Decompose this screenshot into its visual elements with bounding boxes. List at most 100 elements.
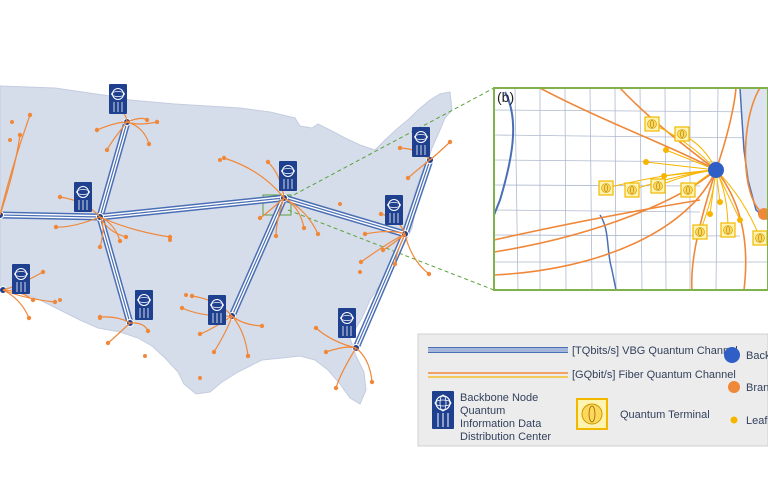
branch-dot [392,261,398,267]
atom-antenna-icon [279,161,297,191]
branch-dot [369,379,375,385]
vbg-link [96,213,134,327]
vbg-link [280,194,409,238]
atom-antenna-icon [74,182,92,212]
legend-backbone-line-1: Backbone Node [460,392,538,404]
branch-dot [211,349,217,355]
branch-dot [397,145,403,151]
legend-branch-dot-label: Bran [746,382,768,394]
branch-dot [168,238,172,242]
inset-fiber-arc [619,88,717,171]
branch-dot [53,224,59,230]
branch-dot [426,271,432,277]
branch-dot [313,325,319,331]
branch-dot [179,305,185,311]
legend-backbone-line-3: Information Data [460,418,542,430]
legend-backbone-dot [724,347,740,363]
branch-dot [197,331,203,337]
legend-atom-circle-icon [576,398,608,430]
branch-dot [301,225,307,231]
inset-leaf-dot [661,173,667,179]
legend-terminal-label: Quantum Terminal [620,409,710,421]
legend-fiber-label: [GQbit/s] Fiber Quantum Channel [572,369,736,381]
inset-lake [739,88,768,221]
inset-leaf-dot [663,147,669,153]
branch-dot [405,175,411,181]
branch-dot [8,138,12,142]
branch-dot [380,247,386,253]
branch-dot [52,299,58,305]
branch-dot [58,298,62,302]
atom-antenna-icon [12,264,30,294]
legend-leaf-dot-label: Leaf [746,415,768,427]
fiber-branch [429,141,451,161]
vbg-link [228,194,288,320]
branch-dot [378,211,384,217]
inset-river-mid [599,214,617,290]
fiber-branch [283,197,319,235]
legend-vbg-label: [TQbits/s] VBG Quantum Channel [572,345,738,357]
fiber-branch [126,121,158,125]
fiber-branch [355,347,373,383]
legend-backbone-dot-label: Back [746,350,768,362]
atom-circle-icon [674,126,690,142]
backbone-center-icons [12,84,430,338]
branch-dot [218,158,222,162]
branch-dot [257,215,263,221]
vbg-link [401,156,434,238]
atom-circle-icon [720,222,736,238]
fiber-branch [99,316,131,324]
fiber-branch [275,197,285,237]
atom-antenna-icon [338,308,356,338]
branch-dot [26,315,32,321]
branch-dot [10,120,14,124]
inset-fiber-arc [715,88,737,171]
branch-dot [104,147,110,153]
fiber-branch [213,315,233,353]
branch-dot [259,323,265,329]
inset-map: (b) [493,87,768,291]
atom-circle-icon [644,116,660,132]
fiber-branch [231,315,249,357]
fiber-branch [0,114,31,216]
atom-circle-icon [680,182,696,198]
inset-leaf-link [665,149,717,171]
inset-fiber-arc [494,169,717,276]
branch-dot [105,340,111,346]
inset-leaf-link [645,161,717,171]
legend-branch-dot [728,381,740,393]
fiber-branch [404,233,430,275]
branch-dot [167,234,173,240]
vbg-link [0,211,104,221]
branch-dot [144,117,150,123]
inset-leaf-dot [737,217,743,223]
branch-dot [57,194,63,200]
fiber-branch [315,327,357,349]
inset-leaf-link [663,169,717,177]
atom-antenna-icon [385,195,403,225]
branch-dot [273,233,279,239]
atom-circle-icon [650,178,666,194]
fiber-branch [99,216,171,238]
branch-dot [189,293,195,299]
legend-fiber-sample [428,372,568,378]
fiber-branch [99,216,104,248]
fiber-branch [223,157,285,199]
atom-antenna-icon [412,127,430,157]
atom-antenna-icon [109,84,127,114]
legend-atom-antenna-icon [432,391,454,429]
inset-leaf-dot [717,199,723,205]
inset-quantum-terminals [598,116,768,246]
fiber-branch [267,161,285,199]
inset-river-west [494,91,515,216]
inset-fiber-arc [494,169,717,253]
fiber-branch [2,289,56,303]
legend-backbone-line-2: Quantum [460,405,505,417]
inset-leaf-link [715,169,741,221]
us-map [0,85,453,405]
vbg-link [96,194,288,221]
branch-dot [221,155,227,161]
vbg-link [96,118,131,221]
fiber-branch [407,159,431,179]
